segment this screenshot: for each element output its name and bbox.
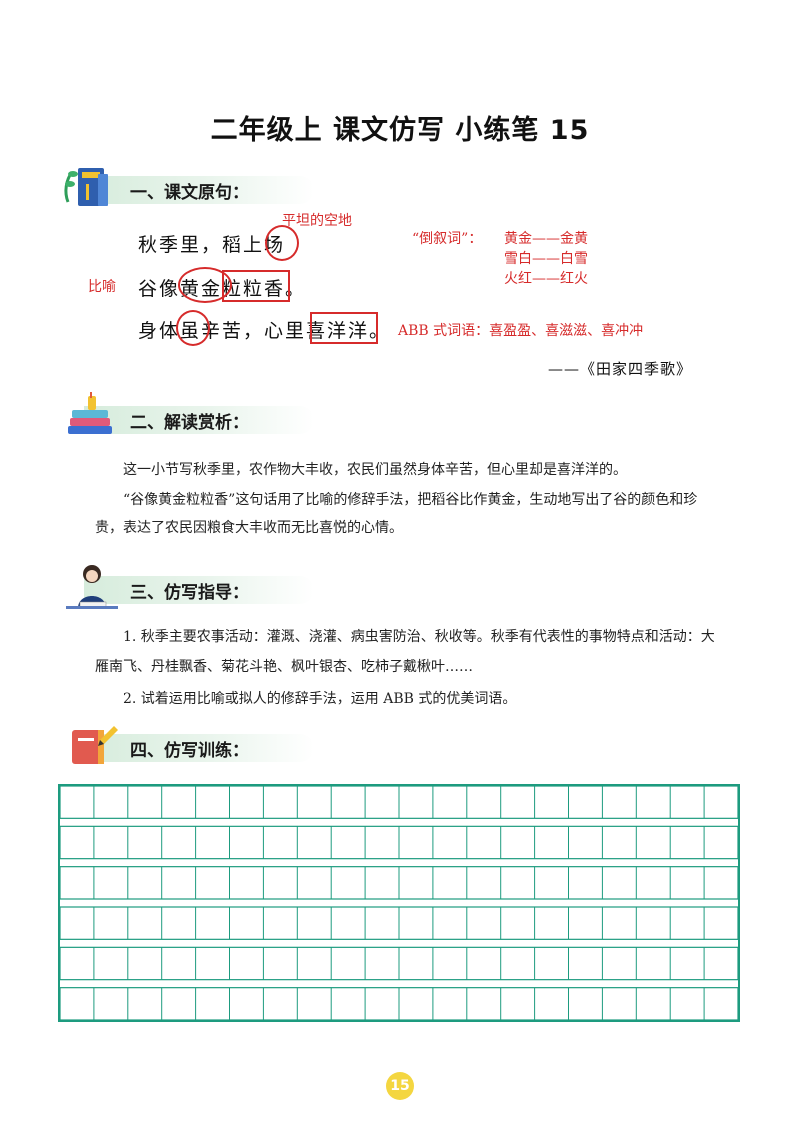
poem-line-1: 秋季里，稻上场 bbox=[138, 234, 286, 256]
guide-item-2: 2. 试着运用比喻或拟人的修辞手法，运用 ABB 式的优美词语。 bbox=[123, 691, 517, 707]
section-header-analysis: 二、解读赏析： bbox=[62, 392, 442, 442]
section-header-practice: 四、仿写训练： bbox=[62, 720, 442, 770]
note-reverse-1: 黄金——金黄 bbox=[504, 231, 588, 247]
note-reverse-label: “倒叙词”： bbox=[412, 231, 483, 247]
box-mark-lilixiang bbox=[222, 270, 290, 302]
page-number-badge: 15 bbox=[386, 1072, 414, 1100]
note-flat-ground: 平坦的空地 bbox=[282, 213, 352, 229]
page-title: 二年级上 课文仿写 小练笔 15 bbox=[210, 115, 590, 146]
guide-item-1: 1. 秋季主要农事活动：灌溉、浇灌、病虫害防治、秋收等。秋季有代表性的事物特点和… bbox=[95, 629, 715, 675]
stacked-books-icon bbox=[68, 392, 112, 434]
notebook-pencil-icon bbox=[72, 726, 118, 764]
section-band bbox=[84, 406, 314, 434]
section-title: 三、仿写指导： bbox=[130, 583, 249, 603]
note-reverse-3: 火红——红火 bbox=[504, 271, 588, 287]
note-reverse-2: 雪白——白雪 bbox=[504, 251, 588, 267]
analysis-paragraph-2: “谷像黄金粒粒香”这句话用了比喻的修辞手法，把稻谷比作黄金，生动地写出了谷的颜色… bbox=[95, 492, 698, 536]
circle-mark-sui bbox=[176, 310, 210, 346]
section-header-guidance: 三、仿写指导： bbox=[62, 562, 442, 612]
note-abb-words: ABB 式词语：喜盈盈、喜滋滋、喜冲冲 bbox=[398, 323, 644, 339]
note-simile: 比喻 bbox=[88, 279, 116, 295]
section-band bbox=[84, 176, 314, 204]
section-title: 四、仿写训练： bbox=[130, 741, 249, 761]
analysis-paragraph-1: 这一小节写秋季里，农作物大丰收，农民们虽然身体辛苦，但心里却是喜洋洋的。 bbox=[123, 462, 627, 478]
writing-grid-lines bbox=[59, 785, 739, 1021]
books-icon bbox=[64, 168, 108, 206]
section-header-original-text: 一、课文原句： bbox=[62, 162, 442, 212]
box-mark-xiyangyang bbox=[310, 312, 378, 344]
writing-grid[interactable] bbox=[58, 784, 740, 1022]
section-band bbox=[84, 576, 314, 604]
teacher-icon bbox=[66, 565, 118, 609]
section-title: 一、课文原句： bbox=[130, 183, 249, 203]
poem-source: ——《田家四季歌》 bbox=[548, 360, 693, 378]
section-title: 二、解读赏析： bbox=[130, 413, 249, 433]
circle-mark-chang bbox=[265, 225, 299, 261]
section-band bbox=[84, 734, 314, 762]
circle-mark-huangjin bbox=[178, 267, 232, 303]
